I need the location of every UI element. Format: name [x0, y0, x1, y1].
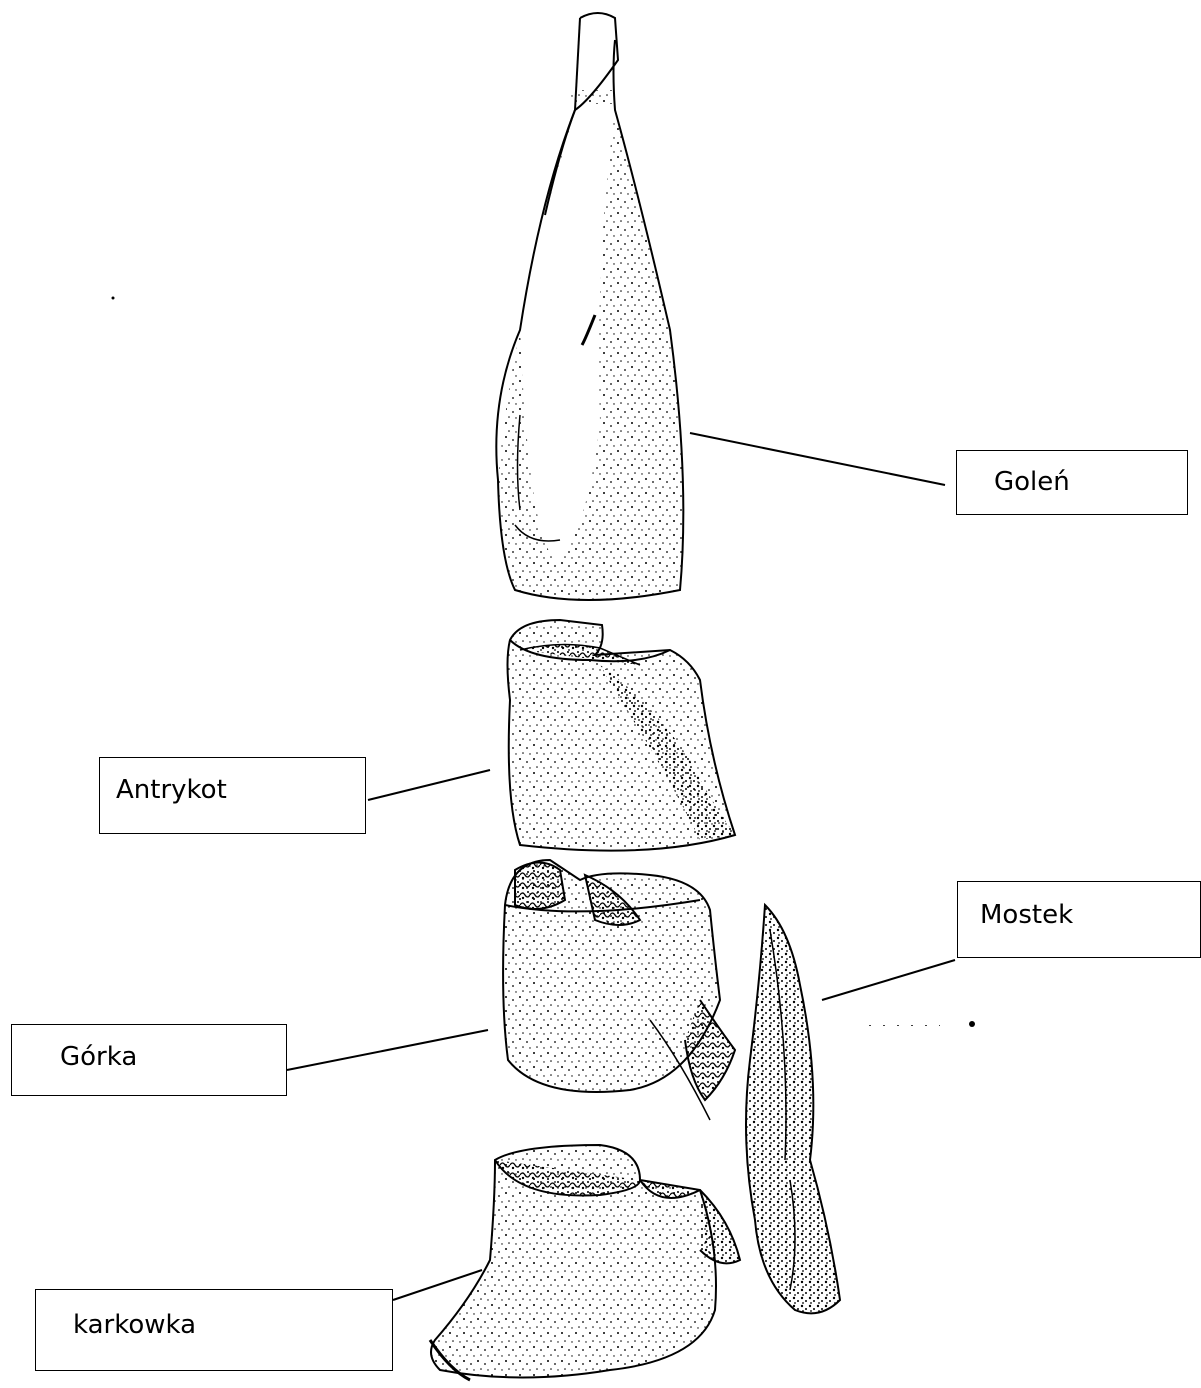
label-box-mostek: Mostek — [957, 881, 1201, 958]
leader-line-golen — [690, 433, 945, 485]
label-antrykot: Antrykot — [116, 775, 227, 805]
leader-line-mostek — [822, 960, 955, 1000]
leader-line-gorka — [287, 1030, 488, 1070]
label-golen: Goleń — [994, 467, 1070, 497]
label-box-golen: Goleń — [956, 450, 1188, 515]
chuck-piece — [503, 860, 735, 1120]
neck-piece — [430, 1145, 740, 1380]
label-karkowka: karkowka — [73, 1310, 196, 1340]
leader-line-antrykot — [368, 770, 490, 800]
brisket-piece — [746, 905, 840, 1313]
label-gorka: Górka — [60, 1042, 137, 1072]
rib-piece — [508, 620, 736, 851]
label-box-karkowka: karkowka — [35, 1289, 393, 1371]
label-mostek: Mostek — [980, 900, 1073, 930]
label-box-gorka: Górka — [11, 1024, 287, 1096]
label-box-antrykot: Antrykot — [99, 757, 366, 834]
shank-piece — [496, 13, 683, 600]
